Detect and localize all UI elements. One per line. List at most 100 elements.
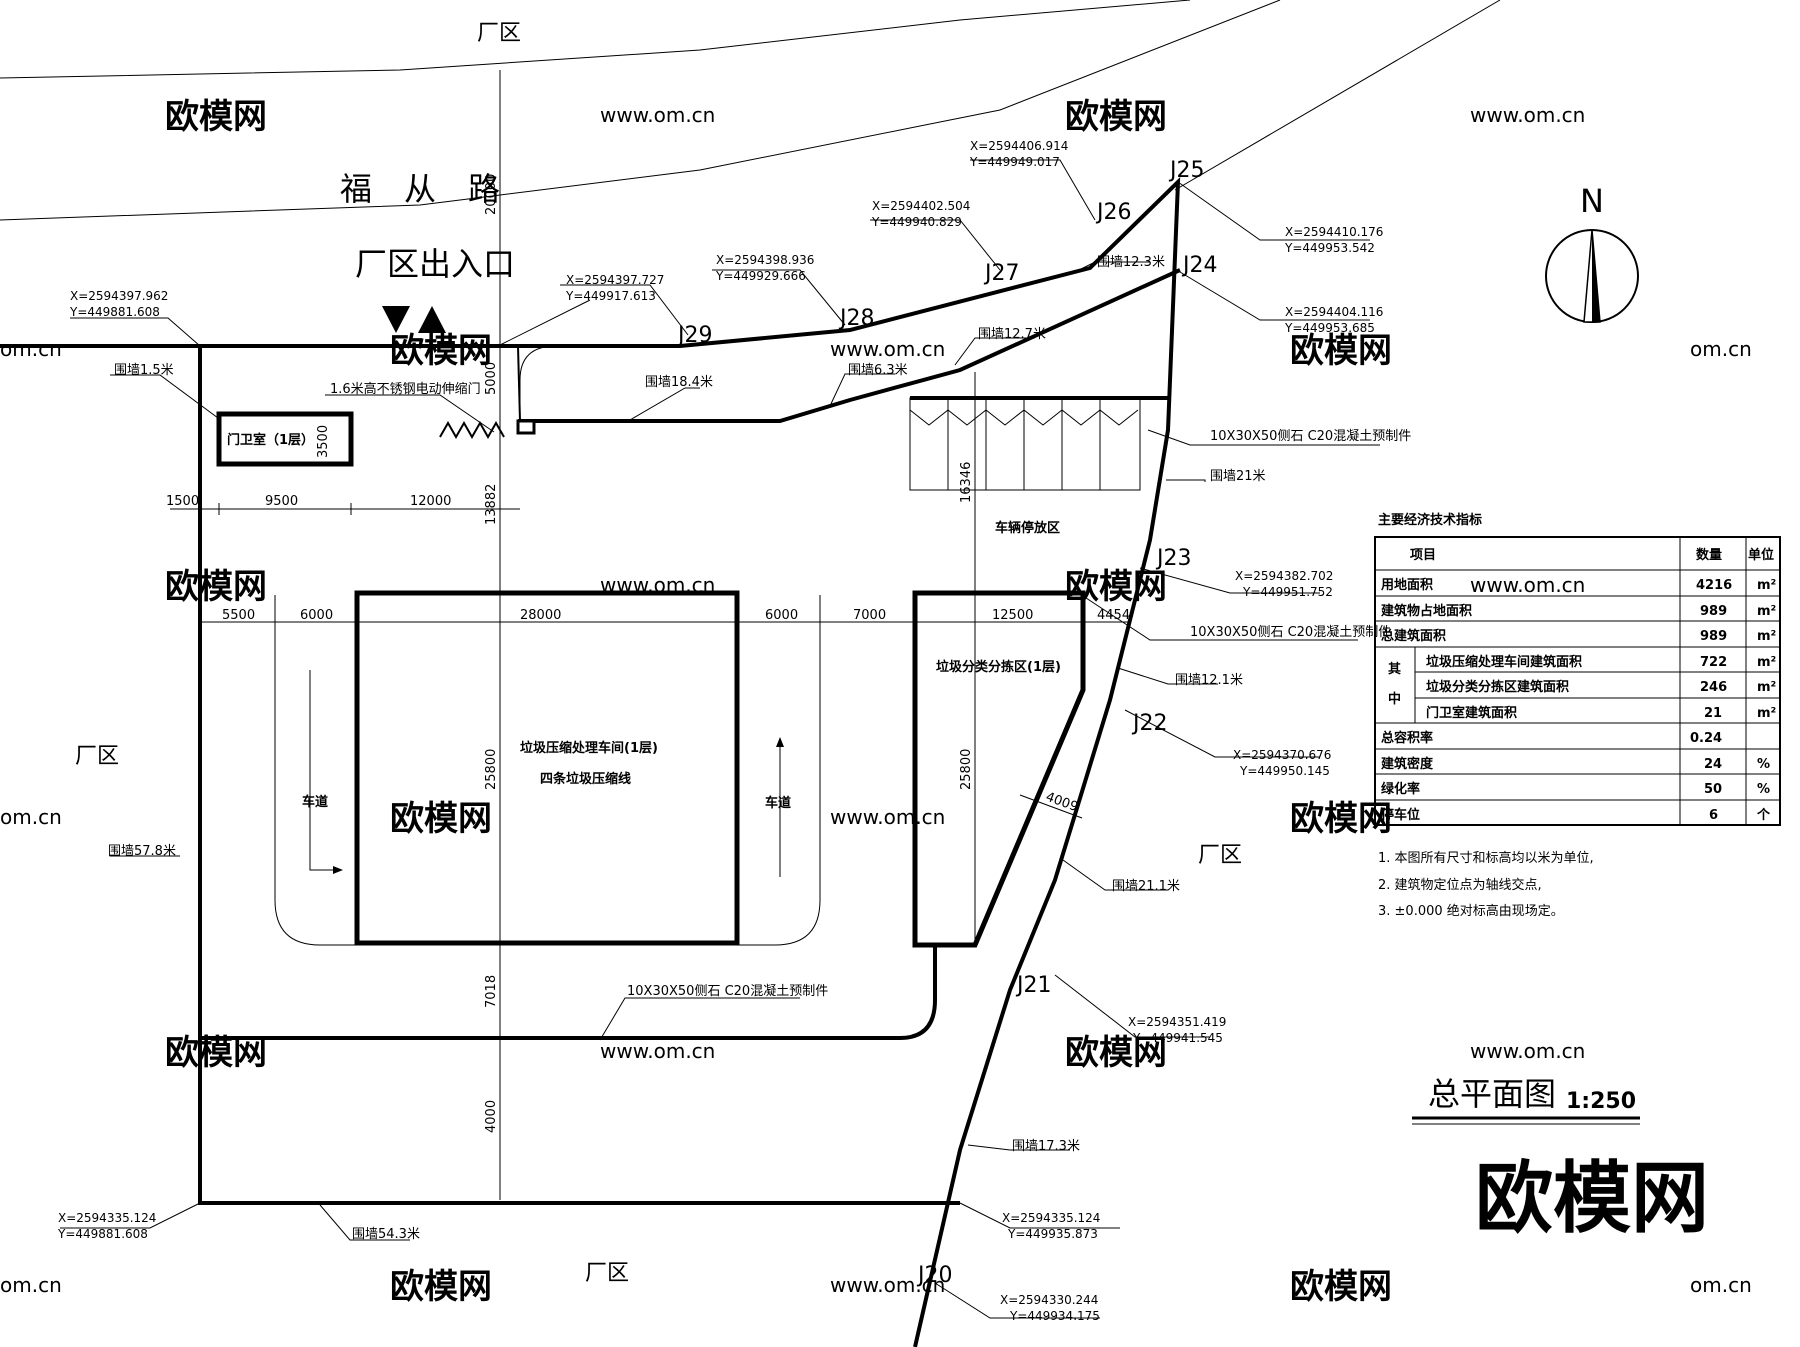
precast-label: 10X30X50侧石 C20混凝土预制件 (627, 983, 828, 999)
wall-length-label: 围墙21米 (1210, 469, 1266, 484)
watermark: 欧模网 (390, 1267, 492, 1307)
dimension-text: 28000 (520, 608, 561, 623)
table-cell-item: 总容积率 (1381, 730, 1433, 746)
table-cell-item: 门卫室建筑面积 (1426, 705, 1517, 721)
table-cell-item: 垃圾分类分拣区建筑面积 (1426, 679, 1569, 695)
guard-house-label: 门卫室（1层） (227, 432, 314, 448)
watermark-layer: 欧模网 欧模网 www.om.cn www.om.cn 欧模网 欧模网 www.… (0, 97, 1752, 1307)
watermark-url: www.om.cn (1470, 573, 1585, 597)
table-cell-unit: m² (1757, 578, 1776, 593)
dimension-lines (170, 503, 1130, 819)
north-arrow (1545, 229, 1639, 323)
table-cell-value: 24 (1704, 757, 1722, 772)
table-header: 单位 (1748, 547, 1774, 563)
watermark-url: om.cn (0, 337, 62, 361)
dimension-text: 4009 (1044, 790, 1080, 815)
watermark-url: www.om.cn (600, 103, 715, 127)
dimension-text: 1500 (166, 494, 199, 509)
note-line: 3. ±0.000 绝对标高由现场定。 (1378, 903, 1564, 919)
table-cell-value: 722 (1700, 655, 1727, 670)
table-cell-item: 建筑物占地面积 (1381, 603, 1472, 619)
dimension-text: 6000 (765, 608, 798, 623)
lane-arrows (309, 670, 784, 877)
watermark-url: om.cn (0, 805, 62, 829)
watermark: 欧模网 (1065, 1033, 1167, 1073)
table-cell-unit: m² (1757, 629, 1776, 644)
coord-label: Y=449950.145 (1239, 764, 1330, 778)
coord-label: Y=449929.666 (715, 269, 806, 283)
coord-label: X=2594335.124 (58, 1211, 156, 1225)
dimension-text: 20000 (484, 174, 499, 215)
coord-label: X=2594330.244 (1000, 1293, 1098, 1307)
leader-lines (60, 159, 1380, 1319)
watermark: 欧模网 (390, 331, 492, 371)
table-cell-item: 垃圾压缩处理车间建筑面积 (1426, 654, 1582, 670)
wall-length-label: 围墙12.1米 (1175, 673, 1243, 688)
table-cell-item: 总建筑面积 (1381, 628, 1446, 644)
wall-length-label: 围墙17.3米 (1012, 1139, 1080, 1154)
watermark-url: www.om.cn (600, 1039, 715, 1063)
drawing-title: 总平面图 (1428, 1075, 1556, 1113)
table-cell-item: 停车位 (1381, 807, 1420, 823)
guard-house (216, 411, 354, 467)
watermark: 欧模网 (1065, 567, 1167, 607)
table-header: 数量 (1696, 547, 1722, 563)
dimension-text: 25800 (484, 749, 499, 790)
wall-length-label: 围墙1.5米 (114, 363, 174, 378)
coord-label: X=2594402.504 (872, 199, 970, 213)
road-lines (0, 0, 1501, 346)
gate-door-label: 1.6米高不锈钢电动伸缩门 (330, 381, 481, 397)
dimension-text: 16346 (959, 462, 974, 503)
table-group-label: 中 (1388, 691, 1401, 707)
entrance-in-arrow (382, 306, 410, 333)
coord-label: Y=449881.608 (69, 305, 160, 319)
dimension-text: 7018 (484, 975, 499, 1008)
table-cell-unit: m² (1757, 604, 1776, 619)
dimension-text: 4454 (1097, 608, 1130, 623)
watermark: 欧模网 (1290, 331, 1392, 371)
zone-label-left: 厂区 (75, 744, 119, 769)
table-cell-value: 989 (1700, 604, 1727, 619)
dimension-text: 9500 (265, 494, 298, 509)
parking-label: 车辆停放区 (995, 520, 1060, 536)
wall-length-label: 围墙18.4米 (645, 375, 713, 390)
watermark-url: www.om.cn (1470, 1039, 1585, 1063)
table-cell-item: 绿化率 (1381, 781, 1420, 797)
coord-label: Y=449941.545 (1132, 1031, 1223, 1045)
point-label: J23 (1155, 546, 1191, 571)
coord-label: Y=449951.752 (1242, 585, 1333, 599)
coord-label: X=2594335.124 (1002, 1211, 1100, 1225)
point-label: J21 (1015, 973, 1051, 998)
table-cell-unit: % (1757, 782, 1770, 797)
workshop-building (354, 590, 740, 946)
watermark-url: om.cn (1690, 1273, 1752, 1297)
zone-label-bottom: 厂区 (585, 1261, 629, 1286)
lane-right-label: 车道 (765, 795, 791, 811)
coord-label: X=2594398.936 (716, 253, 814, 267)
watermark-url: www.om.cn (1470, 103, 1585, 127)
watermark-url: om.cn (1690, 337, 1752, 361)
coord-label: Y=449881.608 (57, 1227, 148, 1241)
zone-label-top: 厂区 (477, 21, 521, 46)
coord-label: Y=449934.175 (1009, 1309, 1100, 1323)
table-cell-item: 用地面积 (1380, 577, 1433, 593)
point-label: J26 (1095, 200, 1131, 225)
wall-length-label: 围墙54.3米 (352, 1227, 420, 1242)
point-label: J24 (1181, 253, 1217, 278)
table-cell-unit: m² (1757, 655, 1776, 670)
wall-length-label: 围墙12.3米 (1097, 255, 1165, 270)
watermark: 欧模网 (1290, 799, 1392, 839)
note-line: 1. 本图所有尺寸和标高均以米为单位, (1378, 850, 1594, 866)
dimension-text: 4000 (484, 1100, 499, 1133)
table-cell-value: 50 (1704, 782, 1722, 797)
gate-post (516, 419, 536, 435)
dimension-text: 12000 (410, 494, 451, 509)
watermark: 欧模网 (1290, 1267, 1392, 1307)
coord-label: Y=449940.829 (871, 215, 962, 229)
watermark-logo: 欧模网 (1475, 1154, 1709, 1244)
watermark: 欧模网 (390, 799, 492, 839)
point-label: J25 (1168, 158, 1204, 183)
dimension-text: 13882 (484, 484, 499, 525)
gate-zigzag (439, 420, 505, 440)
